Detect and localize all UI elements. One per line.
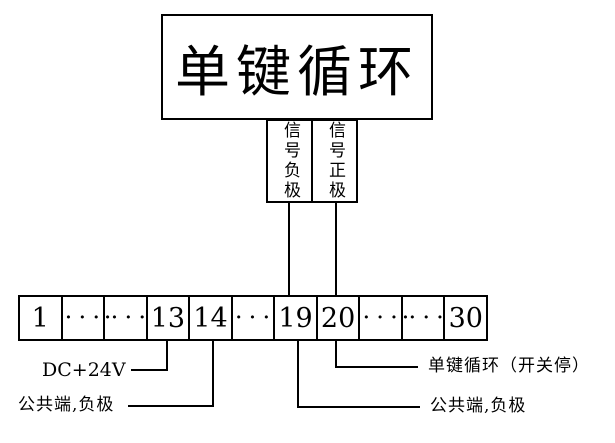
terminal-19: 19 (273, 297, 316, 339)
label-common-negative-left: 公共端,负极 (18, 395, 115, 415)
terminal-ellipsis: · · · (60, 297, 104, 339)
terminal-ellipsis: ·· · · (400, 297, 444, 339)
leader-common-left-vertical (212, 341, 214, 407)
terminal-ellipsis: · · · (358, 297, 401, 339)
terminal-14: 14 (188, 297, 231, 339)
leader-dc24v-vertical (166, 341, 168, 371)
signal-negative-box: 信号负极 (266, 119, 313, 203)
terminal-30: 30 (443, 297, 486, 339)
wire-signal-negative (288, 203, 290, 295)
terminal-strip: 1 · · · ·· · · 13 14 · · · 19 20 · · · ·… (18, 295, 488, 341)
terminal-ellipsis: ·· · · (103, 297, 146, 339)
leader-cycle-horizontal (337, 366, 418, 368)
label-common-negative-right: 公共端,负极 (430, 396, 527, 416)
leader-common-right-vertical (297, 341, 299, 408)
terminal-ellipsis: · · · (230, 297, 274, 339)
device-title: 单键循环 (174, 40, 419, 104)
label-single-key-cycle: 单键循环（开关停） (428, 356, 590, 376)
terminal-13: 13 (145, 297, 189, 339)
terminal-1: 1 (31, 302, 49, 334)
label-dc24v: DC+24V (42, 359, 126, 381)
terminal-20: 20 (315, 297, 359, 339)
wire-signal-positive (335, 203, 337, 295)
leader-common-left-horizontal (128, 405, 214, 407)
leader-dc24v-horizontal (131, 369, 168, 371)
signal-positive-box: 信号正极 (311, 119, 358, 203)
device-title-box: 单键循环 (161, 14, 433, 120)
leader-common-right-horizontal (299, 406, 420, 408)
signal-terminal-boxes: 信号负极 信号正极 (266, 119, 358, 203)
leader-cycle-vertical (335, 341, 337, 368)
